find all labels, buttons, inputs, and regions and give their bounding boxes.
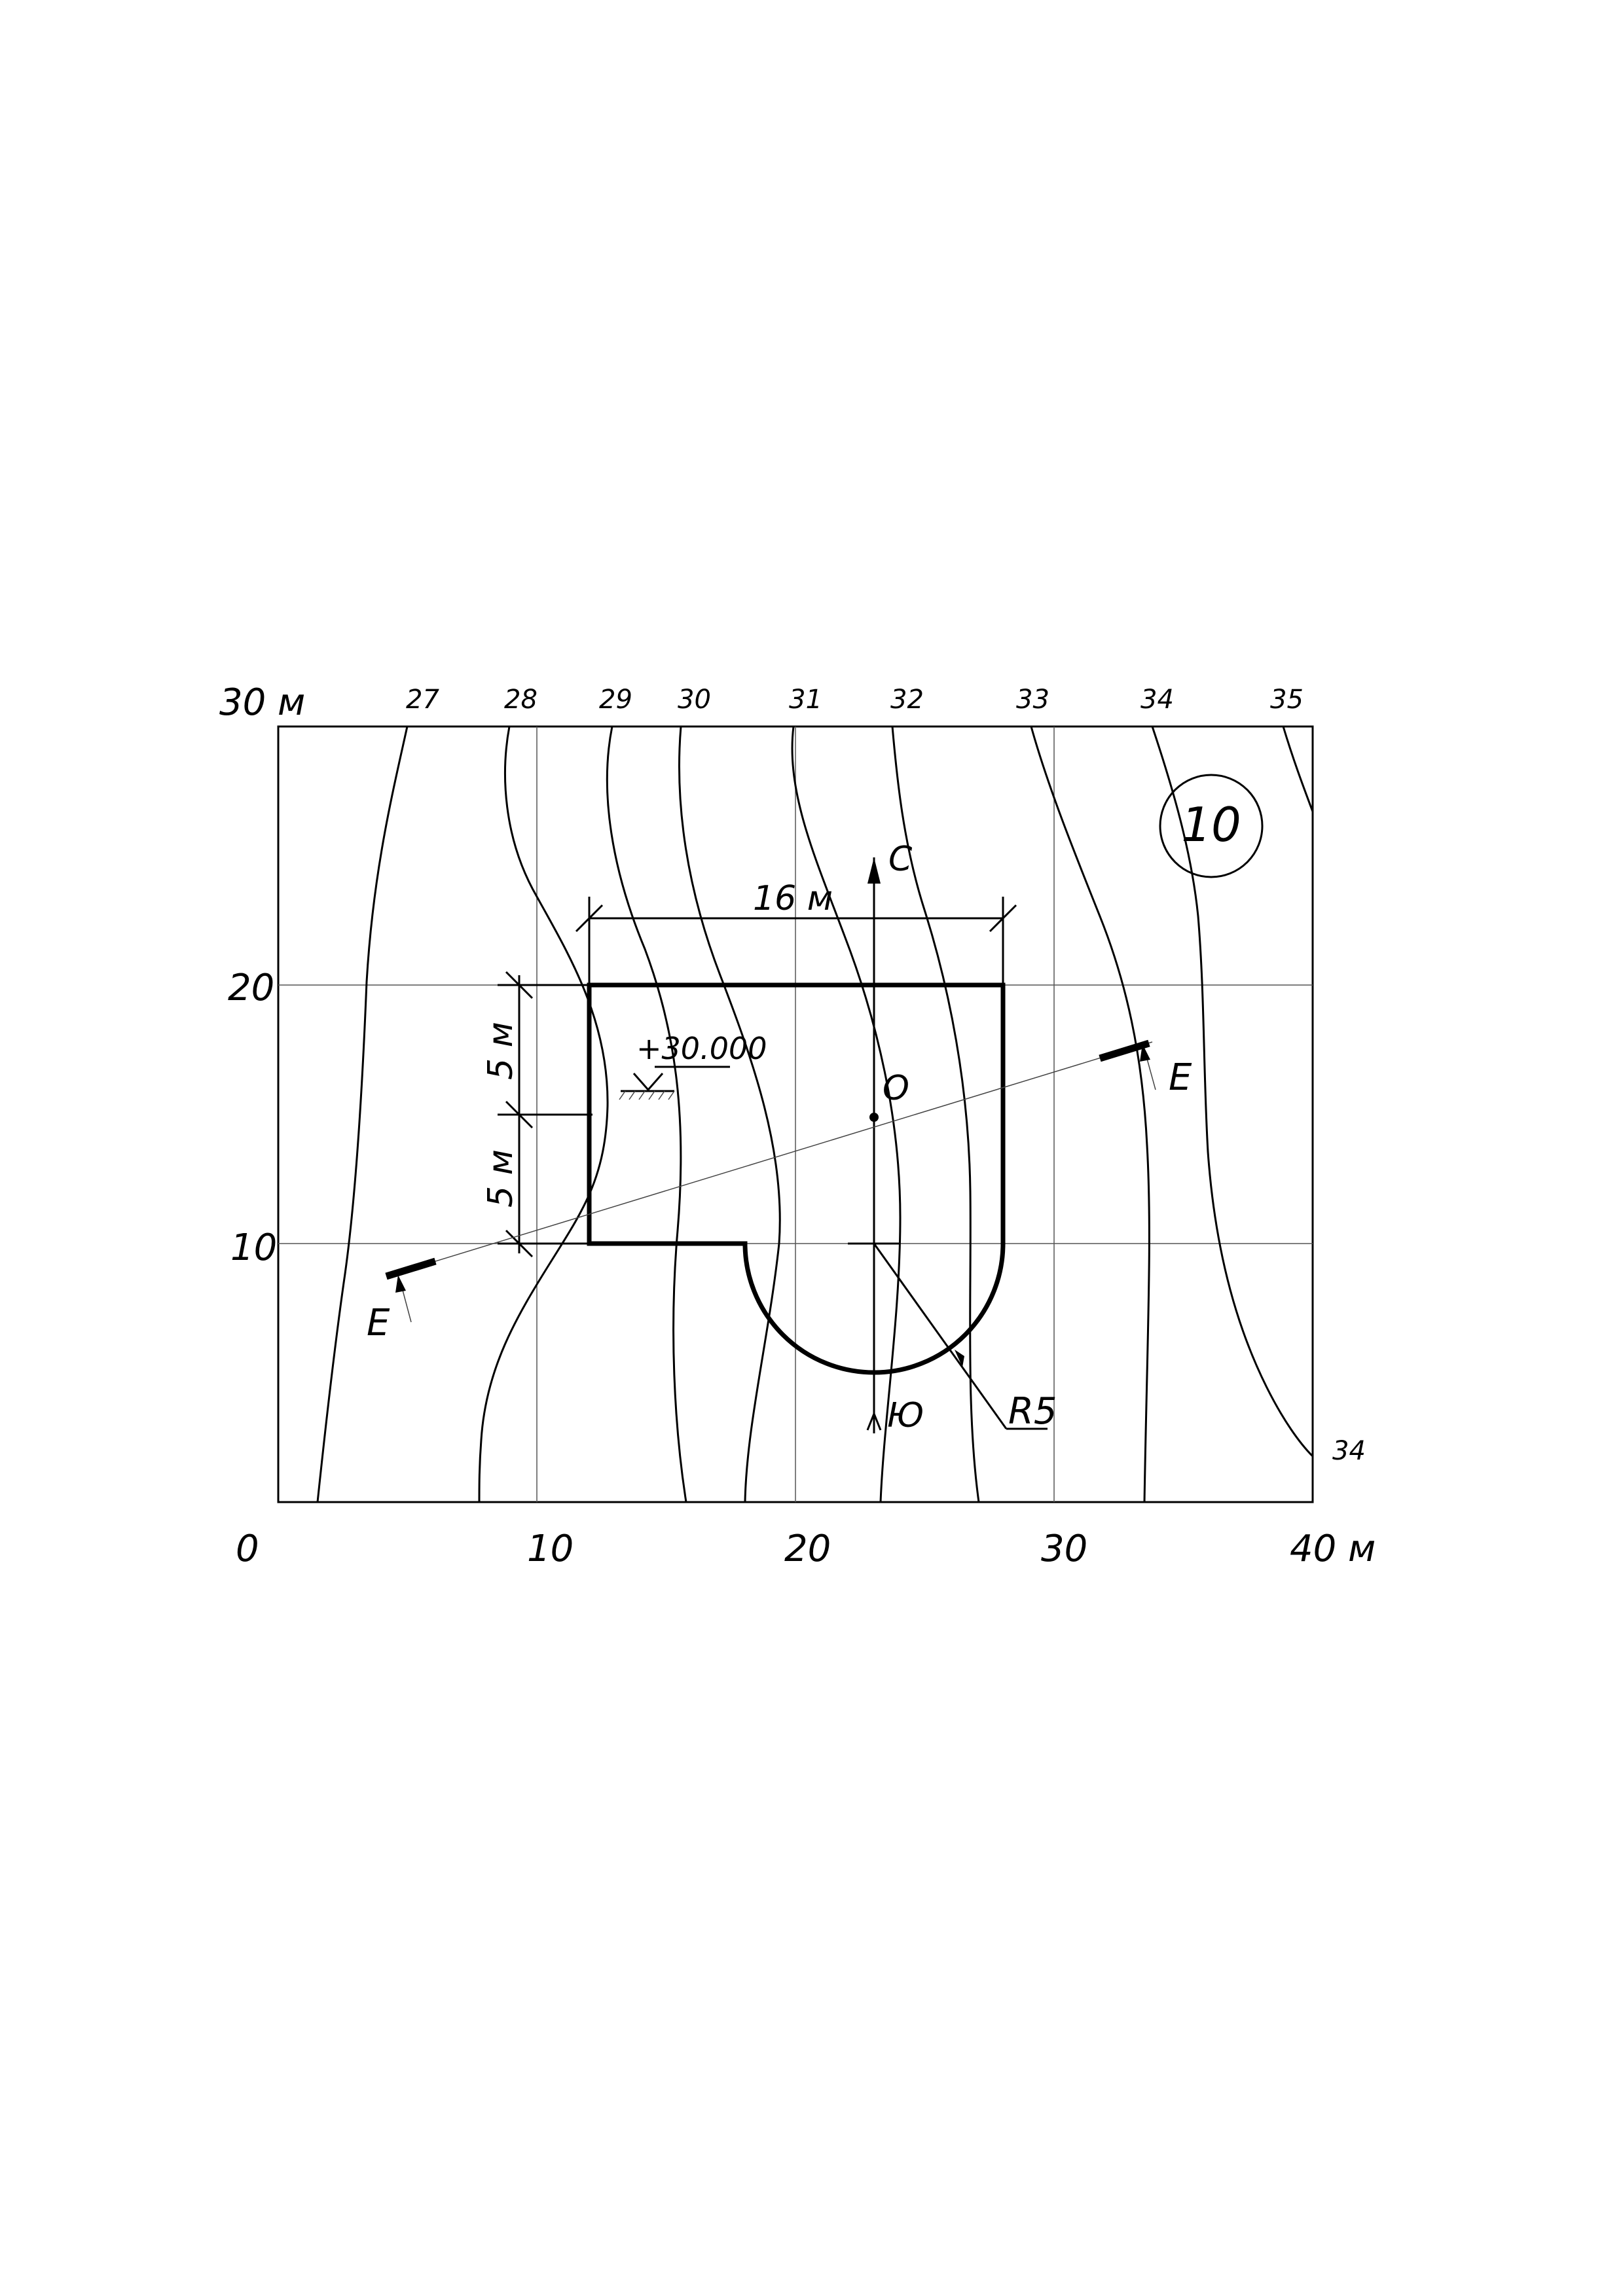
contour-line-30 xyxy=(678,726,781,1503)
contour-line-32 xyxy=(891,726,980,1503)
radius-leader: R5 xyxy=(873,1243,1057,1433)
contour-label-35: 35 xyxy=(1270,685,1304,715)
contour-label-29: 29 xyxy=(599,685,632,715)
contour-label-30: 30 xyxy=(678,685,711,715)
contour-line-28 xyxy=(478,726,609,1503)
contour-label-28: 28 xyxy=(504,685,538,715)
x-axis-label-10: 10 xyxy=(527,1528,574,1570)
dimension-height-upper-label: 5 м xyxy=(481,1022,520,1080)
contour-line-29 xyxy=(606,726,687,1503)
x-axis-label-20: 20 xyxy=(784,1528,831,1570)
contour-label-34-bottom: 34 xyxy=(1332,1436,1366,1466)
direction-north-label: С xyxy=(888,840,913,879)
x-axis-label-30: 30 xyxy=(1041,1528,1087,1570)
sheet-number-text: 10 xyxy=(1181,797,1241,852)
y-axis-label-20: 20 xyxy=(228,967,274,1009)
y-axis-label-30: 30 м xyxy=(219,681,305,724)
section-label-left: Е xyxy=(367,1302,390,1344)
dimension-width-label: 16 м xyxy=(753,879,833,918)
contour-label-33: 33 xyxy=(1016,685,1049,715)
contour-label-32: 32 xyxy=(890,685,924,715)
direction-south-label: Ю xyxy=(887,1396,924,1435)
y-axis-label-10: 10 xyxy=(230,1227,277,1269)
radius-label: R5 xyxy=(1008,1390,1057,1433)
contour-line-31 xyxy=(791,726,902,1503)
contour-line-27 xyxy=(316,726,409,1503)
contour-line-33 xyxy=(1030,726,1150,1503)
contour-label-27: 27 xyxy=(406,685,439,715)
section-label-right: Е xyxy=(1169,1056,1192,1099)
contour-labels: 27 28 29 30 31 32 33 34 35 34 xyxy=(406,685,1366,1466)
contour-label-34: 34 xyxy=(1140,685,1174,715)
north-south-arrow: С Ю xyxy=(848,840,924,1435)
axis-labels: 30 м 20 10 0 10 20 30 40 м xyxy=(219,681,1376,1570)
sheet-number-circle xyxy=(1159,774,1264,878)
contour-label-31: 31 xyxy=(789,685,822,715)
dimension-height: 5 м 5 м xyxy=(481,971,593,1258)
elevation-mark: +30.000 xyxy=(619,1031,767,1100)
x-axis-label-0: 0 xyxy=(236,1528,259,1570)
grid-lines xyxy=(278,726,1313,1502)
dimension-width: 16 м xyxy=(575,879,1017,985)
section-mark-right xyxy=(1099,1039,1150,1062)
section-mark-left xyxy=(385,1257,437,1280)
sheet-number-badge: 10 xyxy=(1159,774,1264,878)
x-axis-label-40: 40 м xyxy=(1290,1528,1376,1570)
center-point: O xyxy=(869,1069,909,1122)
contour-line-35 xyxy=(1282,726,1314,812)
section-line: Е Е xyxy=(367,1039,1192,1344)
elevation-mark-label: +30.000 xyxy=(636,1031,767,1066)
center-point-label: O xyxy=(883,1069,909,1108)
contour-line-34 xyxy=(1151,726,1314,1458)
dimension-height-lower-label: 5 м xyxy=(481,1149,520,1208)
contour-lines xyxy=(316,726,1314,1503)
